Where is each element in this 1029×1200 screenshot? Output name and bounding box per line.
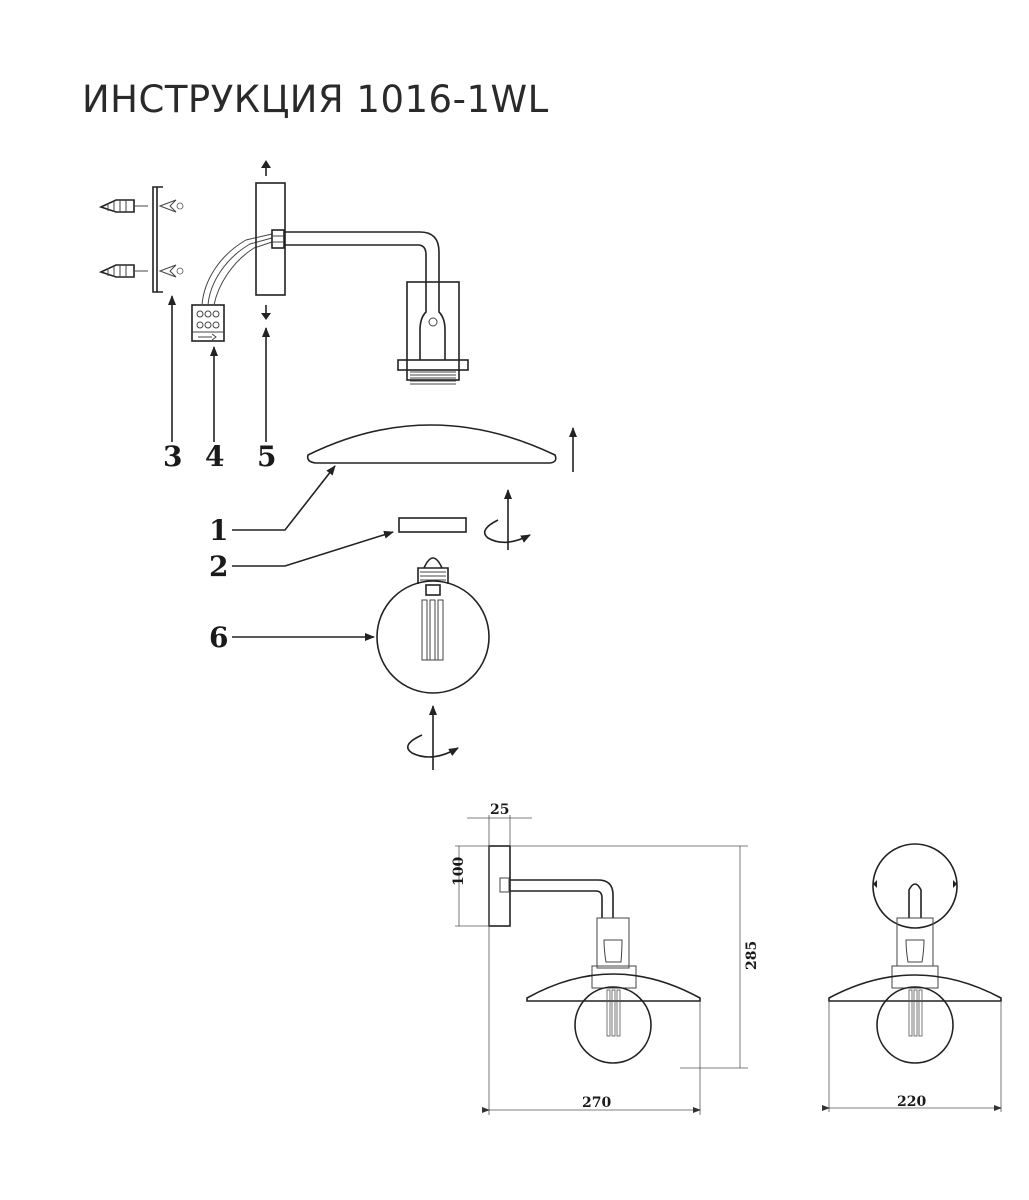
terminal-block (191, 304, 225, 342)
lampholder (397, 281, 469, 385)
wall-plug-bottom (98, 264, 148, 278)
callout-leaders (168, 295, 394, 641)
page-title: ИНСТРУКЦИЯ 1016-1WL (82, 78, 549, 121)
callout-3: 3 (163, 440, 182, 473)
dim-shade-diameter: 220 (897, 1094, 926, 1110)
callout-1: 1 (209, 514, 228, 547)
up-arrow-icon (261, 160, 271, 176)
lamp-arm (285, 231, 440, 282)
mounting-bracket (152, 186, 184, 293)
callout-5: 5 (257, 440, 276, 473)
retaining-ring (398, 517, 467, 533)
lamp-shade (306, 424, 557, 464)
callout-2: 2 (209, 550, 228, 583)
supply-wires (201, 233, 273, 306)
dimension-lines (455, 815, 748, 1115)
front-view (822, 843, 1002, 1112)
down-arrow-icon (261, 305, 271, 320)
dim-projection: 270 (582, 1095, 611, 1111)
side-view (488, 845, 701, 1064)
wall-plug-top (98, 199, 148, 213)
callout-6: 6 (209, 621, 228, 654)
dim-depth: 25 (490, 802, 509, 818)
dim-plate-height: 100 (451, 857, 467, 886)
dim-total-height: 285 (744, 941, 760, 970)
wall-plate (255, 182, 286, 296)
rotate-icon (483, 489, 531, 550)
callout-4: 4 (205, 440, 224, 473)
light-bulb (376, 557, 490, 694)
rotate-icon (406, 705, 459, 770)
